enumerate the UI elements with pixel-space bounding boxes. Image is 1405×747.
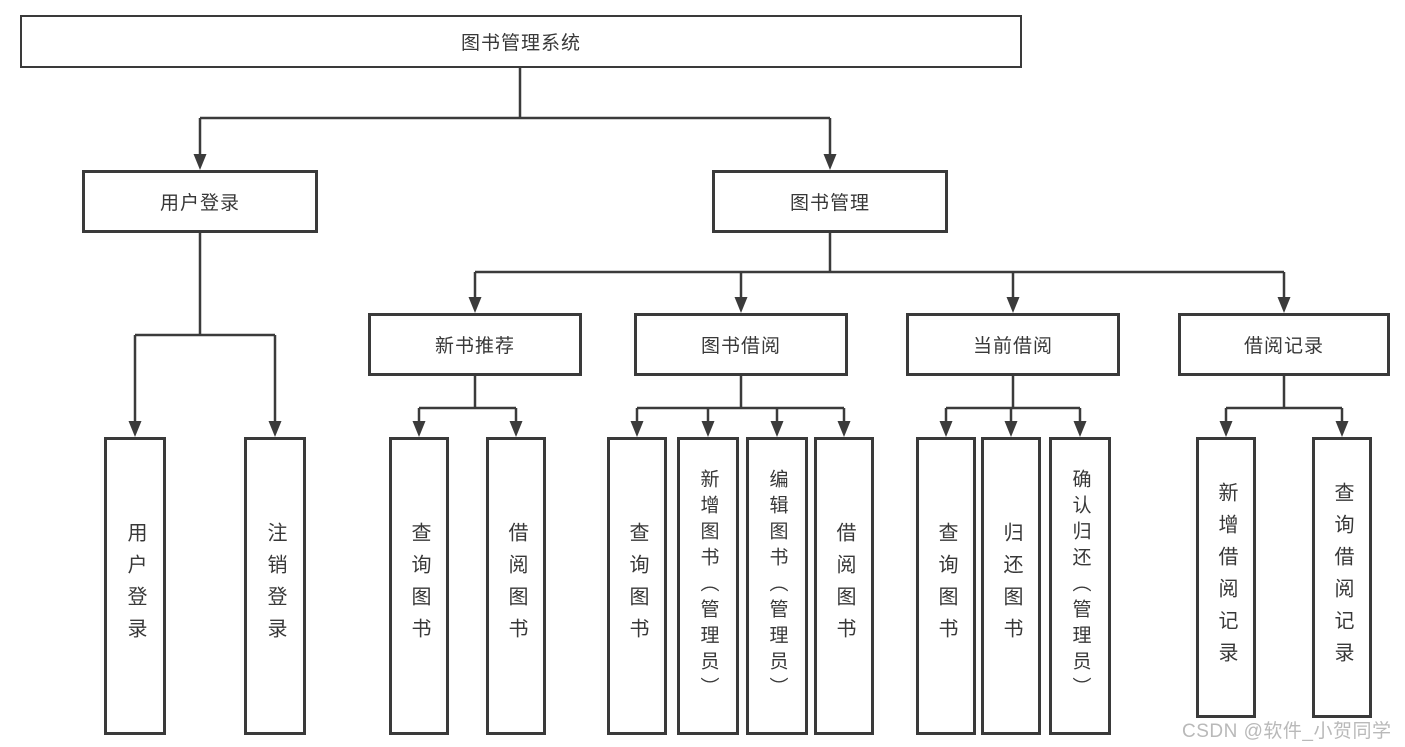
leaf-label: 注销登录 xyxy=(264,522,286,650)
node-library-management-system: 图书管理系统 xyxy=(20,15,1022,68)
node-label: 图书借阅 xyxy=(700,336,781,357)
node-new-book-recommendation: 新书推荐 xyxy=(368,313,582,376)
node-label: 借阅记录 xyxy=(1243,336,1324,357)
leaf-borrowing-query-books: 查询图书 xyxy=(607,437,667,735)
leaf-current-return-books: 归还图书 xyxy=(981,437,1041,735)
leaf-label: 查询图书 xyxy=(935,522,957,650)
leaf-label: 借阅图书 xyxy=(505,522,527,650)
leaf-label: 查询借阅记录 xyxy=(1331,481,1353,674)
leaf-borrowing-add-books-admin: 新增图书（管理员） xyxy=(677,437,739,735)
node-borrowing-records: 借阅记录 xyxy=(1178,313,1390,376)
csdn-watermark: CSDN @软件_小贺同学 xyxy=(1182,721,1392,742)
leaf-label: 归还图书 xyxy=(1000,522,1022,650)
node-label: 用户登录 xyxy=(159,193,240,214)
leaf-label: 借阅图书 xyxy=(833,522,855,650)
leaf-label: 编辑图书（管理员） xyxy=(766,469,788,703)
leaf-borrowing-edit-books-admin: 编辑图书（管理员） xyxy=(746,437,808,735)
leaf-label: 用户登录 xyxy=(124,522,146,650)
leaf-records-add-borrow-record: 新增借阅记录 xyxy=(1196,437,1256,718)
leaf-newbooks-query-books: 查询图书 xyxy=(389,437,449,735)
node-label: 新书推荐 xyxy=(434,336,515,357)
leaf-label: 查询图书 xyxy=(626,522,648,650)
leaf-records-query-borrow-record: 查询借阅记录 xyxy=(1312,437,1372,718)
node-label: 图书管理系统 xyxy=(460,33,581,54)
node-current-borrowing: 当前借阅 xyxy=(906,313,1120,376)
leaf-current-confirm-return-admin: 确认归还（管理员） xyxy=(1049,437,1111,735)
node-label: 图书管理 xyxy=(789,193,870,214)
node-label: 当前借阅 xyxy=(972,336,1053,357)
node-user-login: 用户登录 xyxy=(82,170,318,233)
leaf-label: 新增图书（管理员） xyxy=(697,469,719,703)
leaf-current-query-books: 查询图书 xyxy=(916,437,976,735)
leaf-label: 查询图书 xyxy=(408,522,430,650)
leaf-user-login: 用户登录 xyxy=(104,437,166,735)
node-book-management: 图书管理 xyxy=(712,170,948,233)
leaf-borrowing-borrow-books: 借阅图书 xyxy=(814,437,874,735)
leaf-label: 新增借阅记录 xyxy=(1215,481,1237,674)
node-book-borrowing: 图书借阅 xyxy=(634,313,848,376)
leaf-label: 确认归还（管理员） xyxy=(1069,469,1091,703)
leaf-logout: 注销登录 xyxy=(244,437,306,735)
leaf-newbooks-borrow-books: 借阅图书 xyxy=(486,437,546,735)
arrowheads xyxy=(128,154,1349,437)
